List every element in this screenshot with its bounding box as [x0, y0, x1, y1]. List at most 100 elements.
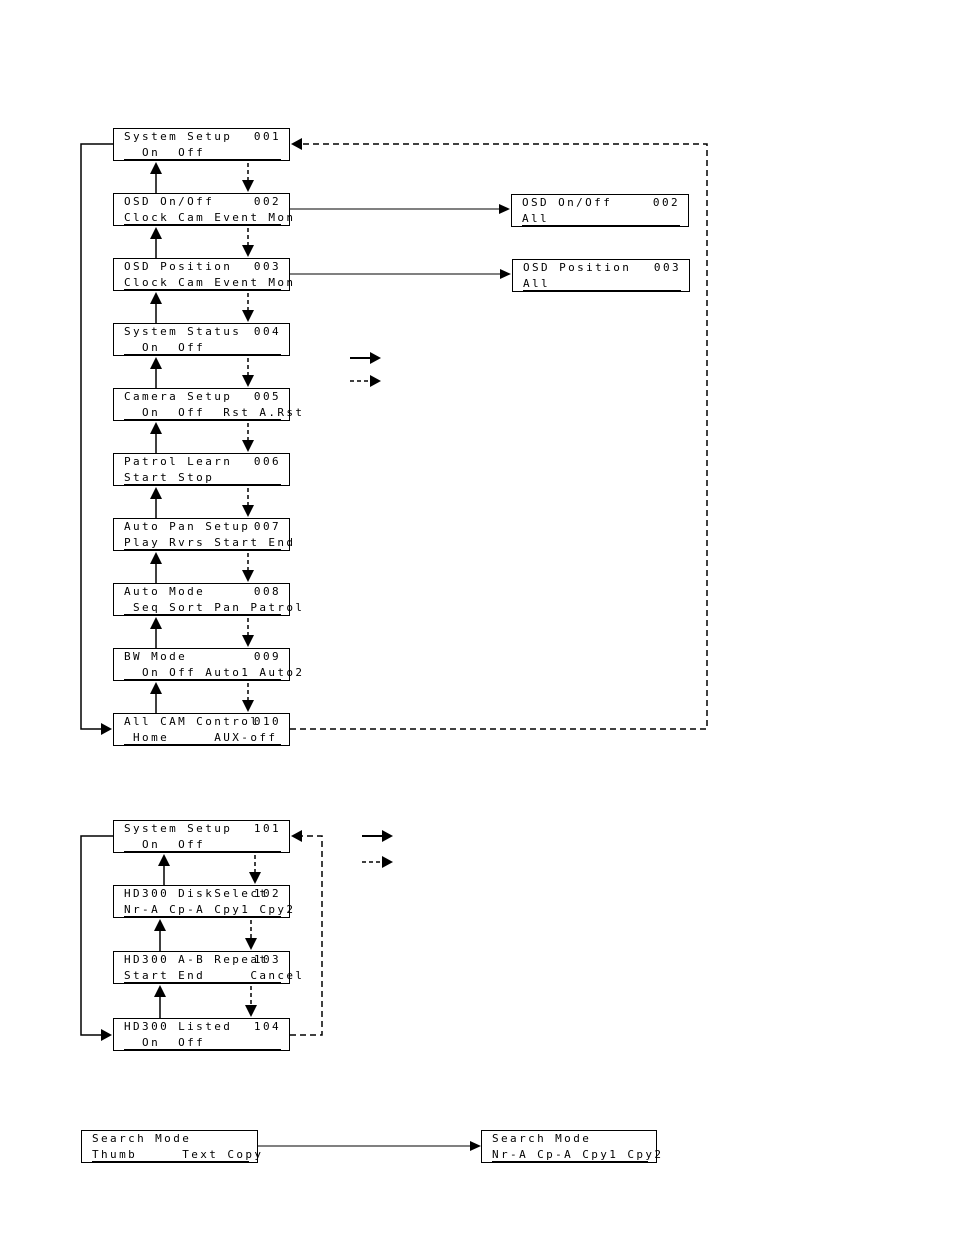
menu-title: Patrol Learn: [124, 455, 233, 468]
menu-options-row: All: [523, 276, 681, 291]
menu-code: 104: [253, 1020, 281, 1033]
loop-back-solid-b-head: [101, 1029, 112, 1041]
menu-options-row: Nr-A Cp-A Cpy1 Cpy2: [492, 1147, 661, 1162]
menu-title: OSD On/Off: [124, 195, 215, 208]
cursor-underline: [124, 159, 281, 160]
menu-options: Nr-A Cp-A Cpy1 Cpy2: [492, 1148, 664, 1161]
menu-code: 101: [253, 822, 281, 835]
menu-options-row: Play Rvrs Start End: [124, 535, 293, 550]
up-arrow-head: [150, 292, 162, 304]
menu-code: 002: [652, 196, 680, 209]
legend-dashed-head: [370, 375, 381, 387]
menu-options: On Off: [124, 146, 206, 159]
menu-options: On Off: [124, 838, 206, 851]
down-arrow-head: [242, 440, 254, 452]
loop-back-dashed-b: [290, 835, 323, 1036]
menu-options-row: On Off: [124, 1035, 281, 1050]
menu-title: System Status: [124, 325, 242, 338]
menu-title: HD300 Listed: [124, 1020, 233, 1033]
submenu-link-head: [499, 204, 510, 214]
menu-options: Thumb Text Copy: [92, 1148, 264, 1161]
cursor-underline: [124, 679, 281, 680]
search-link-head: [470, 1141, 481, 1151]
menu-options-row: Home AUX-off: [124, 730, 281, 745]
down-arrow-head: [242, 505, 254, 517]
menu-options-row: Clock Cam Event Mon: [124, 210, 293, 225]
up-arrow-head: [154, 919, 166, 931]
menu-code: 008: [253, 585, 281, 598]
cursor-underline: [124, 419, 281, 420]
cursor-underline: [124, 1049, 281, 1050]
down-arrow-head: [242, 570, 254, 582]
menu-code: 002: [253, 195, 281, 208]
loop-back-dashed-head: [291, 138, 302, 150]
cursor-underline: [523, 290, 681, 291]
menu-title: HD300 DiskSelect: [124, 887, 269, 900]
loop-back-solid-b: [80, 835, 113, 1036]
menu-options-row: On Off Rst A.Rst: [124, 405, 302, 420]
loop-back-solid-head: [101, 723, 112, 735]
menu-box-camera-setup-005: Camera Setup 005 On Off Rst A.Rst: [113, 388, 302, 421]
up-arrow-head: [150, 227, 162, 239]
down-arrow-head: [242, 635, 254, 647]
down-arrow-head: [249, 872, 261, 884]
menu-box-hd300-listed-104: HD300 Listed 104 On Off: [113, 1018, 290, 1051]
menu-title: Search Mode: [92, 1132, 192, 1145]
menu-options: Nr-A Cp-A Cpy1 Cpy2: [124, 903, 296, 916]
menu-options: On Off Rst A.Rst: [124, 406, 305, 419]
menu-title: OSD Position: [523, 261, 632, 274]
menu-code: 005: [253, 390, 281, 403]
up-arrow-head: [150, 162, 162, 174]
cursor-underline: [124, 549, 281, 550]
menu-title: OSD Position: [124, 260, 233, 273]
menu-code: 004: [253, 325, 281, 338]
legend-solid-head: [370, 352, 381, 364]
menu-title: HD300 A-B Repeat: [124, 953, 269, 966]
legend-b-dashed-head: [382, 856, 393, 868]
menu-title-row: Patrol Learn 006: [124, 454, 281, 469]
cursor-underline: [124, 484, 281, 485]
cursor-underline: [92, 1161, 249, 1162]
menu-code: 006: [253, 455, 281, 468]
cursor-underline: [124, 614, 281, 615]
cursor-underline: [124, 982, 281, 983]
menu-options: Clock Cam Event Mon: [124, 211, 296, 224]
menu-title-row: Search Mode: [492, 1131, 648, 1146]
down-arrow-head: [242, 700, 254, 712]
up-arrow-head: [154, 985, 166, 997]
menu-options: All: [522, 212, 550, 225]
menu-title-row: System Status 004: [124, 324, 281, 339]
menu-title: Camera Setup: [124, 390, 233, 403]
up-arrow-head: [158, 854, 170, 866]
menu-options-row: On Off: [124, 145, 281, 160]
menu-code: 009: [253, 650, 281, 663]
menu-options-row: On Off: [124, 340, 281, 355]
menu-box-system-status-004: System Status 004 On Off: [113, 323, 290, 356]
menu-options: On Off: [124, 1036, 206, 1049]
up-arrow-head: [150, 682, 162, 694]
menu-code: 001: [253, 130, 281, 143]
loop-back-dashed: [290, 143, 708, 730]
menu-options: Start End Cancel: [124, 969, 305, 982]
menu-options: Clock Cam Event Mon: [124, 276, 296, 289]
loop-back-solid: [80, 143, 113, 730]
cursor-underline: [124, 851, 281, 852]
